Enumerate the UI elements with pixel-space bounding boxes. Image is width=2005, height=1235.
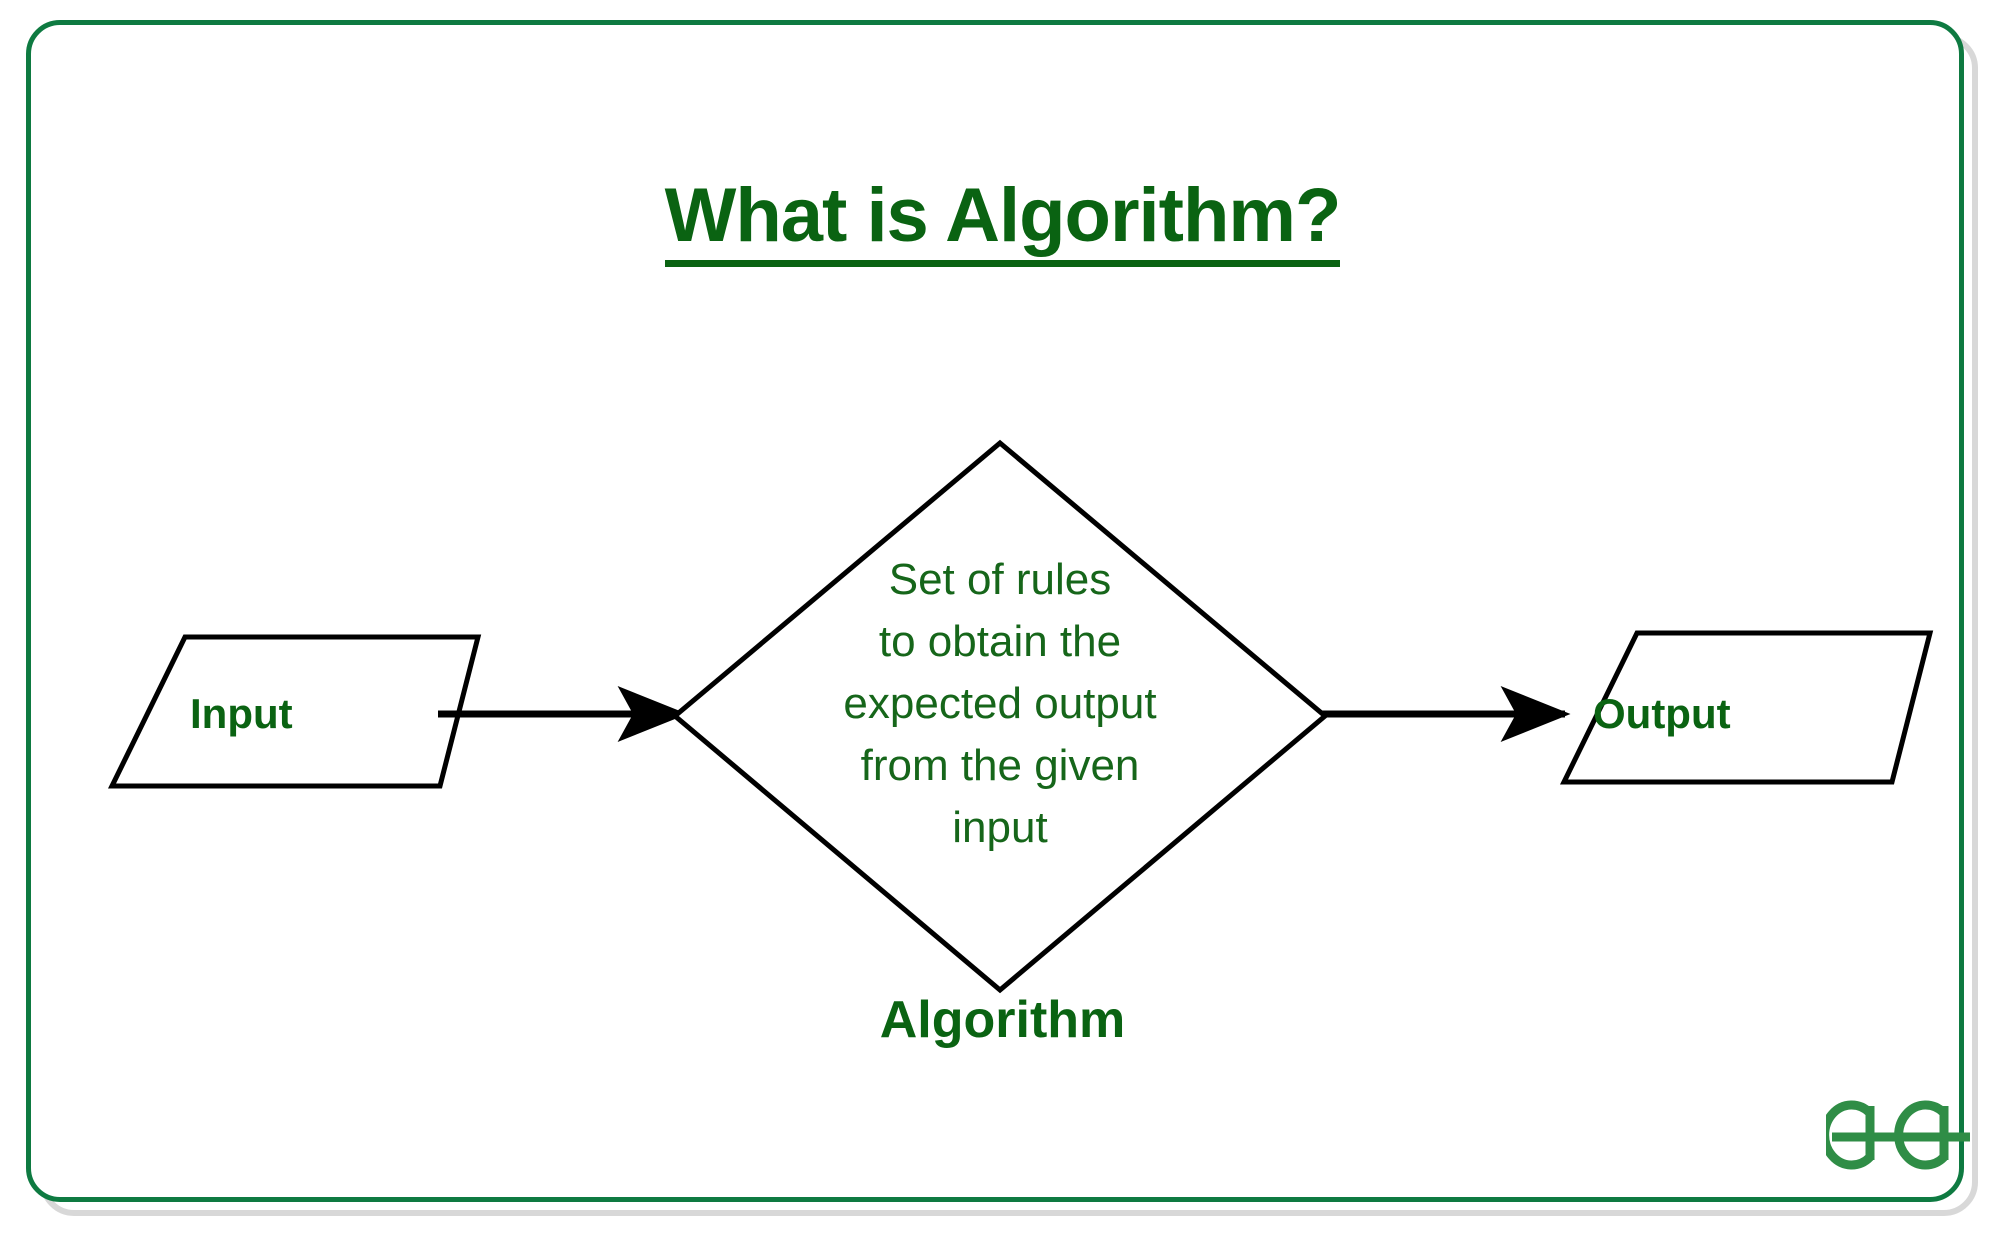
output-shape[interactable] [1559, 630, 1934, 785]
algorithm-text-line-1: Set of rules [888, 555, 1112, 604]
algorithm-node-caption: Algorithm [879, 991, 1126, 1049]
output-node-label: Output [1593, 690, 1731, 737]
frame-green-border [26, 20, 1964, 1202]
algorithm-node-text: Set of rules to obtain the expected outp… [800, 549, 1200, 859]
algorithm-text-line-5: input [952, 803, 1048, 852]
algorithm-text-line-2: to obtain the [878, 617, 1122, 666]
algorithm-shape[interactable] [671, 439, 1329, 994]
algorithm-text-line-3: expected output [843, 679, 1157, 728]
geeksforgeeks-logo [1826, 1100, 1970, 1170]
input-shape[interactable] [107, 634, 482, 789]
page-title: What is Algorithm? [0, 172, 2005, 267]
page-title-text: What is Algorithm? [664, 173, 1341, 267]
algorithm-text-line-4: from the given [860, 741, 1140, 790]
input-node-label: Input [190, 690, 293, 737]
